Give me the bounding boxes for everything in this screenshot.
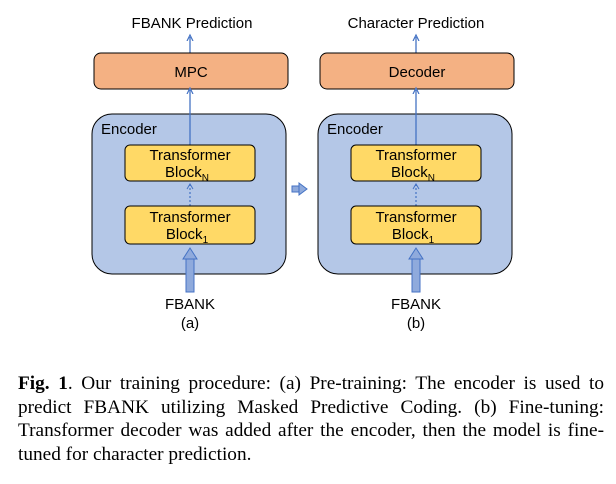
transformer-block-n-b (350, 144, 482, 182)
encoder-label-b: Encoder (327, 121, 383, 138)
panel-label-a: (a) (181, 315, 199, 332)
transformer-block-1-b (350, 205, 482, 245)
panel-label-b: (b) (407, 315, 425, 332)
input-arrow-a (182, 247, 198, 293)
block-n-line1-b: Transformer (375, 147, 456, 164)
mpc-box-label: MPC (174, 64, 208, 81)
block-n-line2-a: BlockN (165, 164, 209, 184)
panel-a: FBANK Prediction MPC Encoder Transformer… (91, 15, 289, 332)
block-1-line1-b: Transformer (375, 209, 456, 226)
block-n-line2-b: BlockN (391, 164, 435, 184)
input-arrow-b (408, 247, 424, 293)
prediction-label-a: FBANK Prediction (132, 15, 253, 32)
input-label-b: FBANK (391, 296, 441, 313)
encoder-label-a: Encoder (101, 121, 157, 138)
caption-text: . Our training procedure: (a) Pre-traini… (18, 373, 604, 465)
block-n-line1-a: Transformer (149, 147, 230, 164)
prediction-label-b: Character Prediction (348, 15, 485, 32)
panel-b: Character Prediction Decoder Encoder Tra… (317, 15, 515, 332)
block-1-line2-a: Block1 (166, 226, 209, 246)
training-procedure-diagram: FBANK Prediction MPC Encoder Transformer… (91, 15, 515, 332)
transformer-block-1-a (124, 205, 256, 245)
figure-label: Fig. 1 (18, 373, 68, 394)
block-1-line1-a: Transformer (149, 209, 230, 226)
block-1-line2-b: Block1 (392, 226, 435, 246)
figure-caption: Fig. 1. Our training procedure: (a) Pre-… (18, 372, 604, 466)
input-label-a: FBANK (165, 296, 215, 313)
decoder-box-label: Decoder (389, 64, 446, 81)
transition-arrow (291, 182, 308, 196)
transformer-block-n-a (124, 144, 256, 182)
